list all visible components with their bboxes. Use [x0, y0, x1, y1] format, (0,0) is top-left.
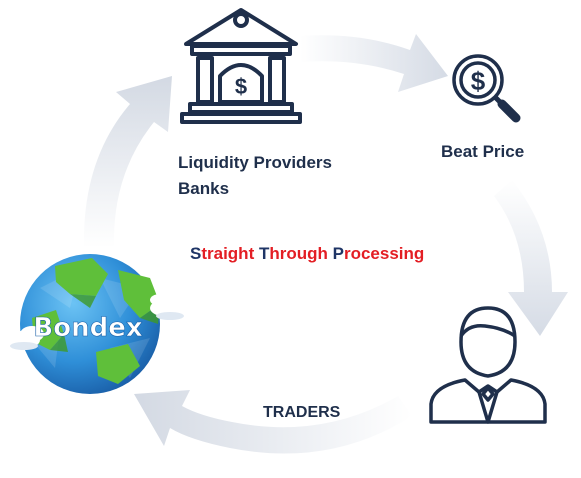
- svg-text:$: $: [235, 74, 247, 99]
- stp-cap-s: S: [190, 244, 202, 263]
- beat-price-label: Beat Price: [441, 142, 525, 161]
- stp-rest-2: hrough: [269, 244, 333, 263]
- arrow-left: [83, 76, 172, 248]
- stp-cap-p: P: [332, 244, 344, 263]
- liquidity-providers-label: Liquidity Providers Banks: [178, 150, 332, 202]
- liquidity-line-1: Liquidity Providers: [178, 153, 332, 172]
- liquidity-line-2: Banks: [178, 179, 230, 198]
- arrow-bottom: [134, 390, 412, 454]
- stp-cap-t: T: [258, 244, 270, 263]
- traders-label: TRADERS: [263, 404, 341, 421]
- brand-logo: Bondex: [33, 313, 142, 343]
- bank-icon: $: [180, 8, 302, 124]
- stp-rest-3: rocessing: [343, 244, 425, 263]
- arrow-right: [494, 180, 568, 336]
- arrow-top: [300, 34, 448, 92]
- svg-text:$: $: [471, 66, 486, 96]
- globe-icon: Bondex: [2, 254, 190, 394]
- straight-through-processing-title: Straight Through Processing: [190, 244, 424, 264]
- businessman-icon: [429, 306, 547, 424]
- stp-rest-1: traight: [201, 244, 259, 263]
- dollar-search-icon: $: [452, 54, 521, 123]
